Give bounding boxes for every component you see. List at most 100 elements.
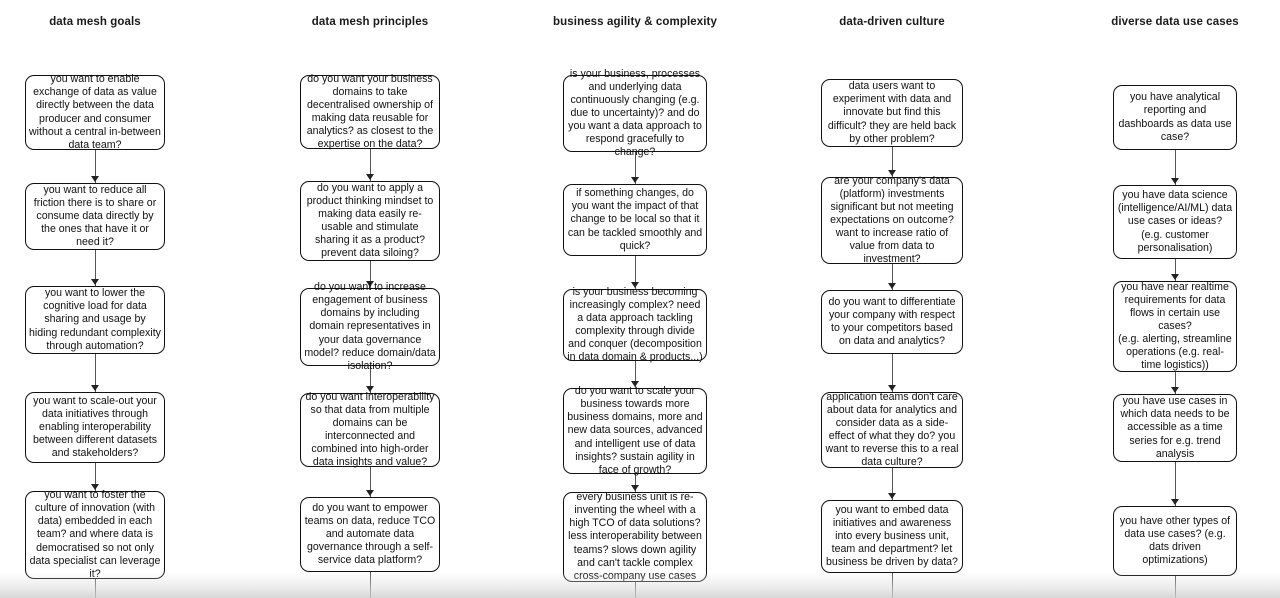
node-diverse-data-use-cases-1[interactable]: you have analytical reporting and dashbo… — [1113, 85, 1237, 150]
arrowhead-data-mesh-principles-2 — [366, 281, 374, 287]
connector-diverse-data-use-cases-4 — [1175, 462, 1176, 506]
node-label: you want to reduce all friction there is… — [33, 183, 157, 249]
node-label: do you want to apply a product thinking … — [306, 181, 434, 260]
node-data-mesh-goals-3[interactable]: you want to lower the cognitive load for… — [25, 286, 165, 354]
node-diverse-data-use-cases-4[interactable]: you have use cases in which data needs t… — [1113, 394, 1237, 462]
node-label: every business unit is re-inventing the … — [568, 491, 702, 582]
node-label: you have near realtime requirements for … — [1118, 280, 1232, 372]
connector-data-mesh-principles-4 — [370, 467, 371, 497]
node-data-mesh-principles-2[interactable]: do you want to apply a product thinking … — [300, 181, 440, 261]
node-data-mesh-goals-4[interactable]: you want to scale-out your data initiati… — [25, 392, 165, 463]
node-label: are your company's data (platform) inves… — [830, 174, 954, 266]
node-label: you want to lower the cognitive load for… — [29, 287, 161, 352]
node-data-mesh-goals-2[interactable]: you want to reduce all friction there is… — [25, 183, 165, 250]
arrowhead-data-driven-culture-1 — [888, 170, 896, 176]
node-data-mesh-goals-5[interactable]: you want to foster the culture of innova… — [25, 489, 165, 580]
node-label: do you want to increase engagement of bu… — [304, 281, 436, 372]
arrowhead-data-driven-culture-3 — [888, 385, 896, 391]
arrowhead-business-agility-complexity-4 — [631, 485, 639, 491]
arrowhead-data-mesh-goals-1 — [91, 176, 99, 182]
arrowhead-data-driven-culture-4 — [888, 493, 896, 499]
node-label: you have use cases in which data needs t… — [1120, 395, 1230, 460]
node-data-driven-culture-4[interactable]: application teams don't care about data … — [821, 390, 963, 469]
node-label: do you want interoperability so that dat… — [305, 390, 435, 469]
node-label: data users want to experiment with data … — [827, 80, 957, 145]
connector-data-mesh-goals-4 — [95, 463, 96, 491]
node-label: do you want to scale your business towar… — [567, 385, 703, 476]
arrowhead-diverse-data-use-cases-3 — [1171, 387, 1179, 393]
node-label: you have analytical reporting and dashbo… — [1118, 91, 1232, 143]
arrowhead-business-agility-complexity-1 — [631, 177, 639, 183]
node-label: you want to scale-out your data initiati… — [32, 394, 158, 460]
node-label: is your business, processes and underlyi… — [568, 67, 702, 159]
node-label: you want to foster the culture of innova… — [29, 489, 161, 580]
node-label: application teams don't care about data … — [825, 390, 959, 469]
connector-data-driven-culture-5 — [892, 573, 893, 598]
node-business-agility-complexity-5[interactable]: every business unit is re-inventing the … — [563, 491, 707, 582]
node-data-mesh-principles-3[interactable]: do you want to increase engagement of bu… — [300, 281, 440, 372]
arrowhead-diverse-data-use-cases-4 — [1171, 499, 1179, 505]
node-label: you have data science (intelligence/AI/M… — [1117, 189, 1233, 254]
node-label: do you want your business domains to tak… — [306, 72, 434, 151]
connector-business-agility-complexity-4 — [635, 474, 636, 492]
connector-diverse-data-use-cases-2 — [1175, 259, 1176, 281]
connector-diverse-data-use-cases-5 — [1175, 576, 1176, 598]
arrowhead-data-mesh-goals-3 — [91, 385, 99, 391]
connector-data-mesh-goals-3 — [95, 354, 96, 392]
connector-data-mesh-principles-5 — [370, 572, 371, 598]
node-business-agility-complexity-4[interactable]: do you want to scale your business towar… — [563, 385, 707, 476]
arrowhead-data-mesh-principles-4 — [366, 490, 374, 496]
arrowhead-diverse-data-use-cases-1 — [1171, 178, 1179, 184]
node-data-mesh-goals-1[interactable]: you want to enable exchange of data as v… — [25, 73, 165, 151]
node-diverse-data-use-cases-5[interactable]: you have other types of data use cases? … — [1113, 506, 1237, 576]
arrowhead-data-mesh-goals-4 — [91, 484, 99, 490]
node-data-driven-culture-1[interactable]: data users want to experiment with data … — [821, 79, 963, 147]
connector-data-driven-culture-4 — [892, 468, 893, 500]
connector-data-mesh-principles-2 — [370, 261, 371, 288]
arrowhead-data-mesh-principles-3 — [366, 386, 374, 392]
connector-business-agility-complexity-2 — [635, 256, 636, 289]
node-label: do you want to empower teams on data, re… — [304, 501, 436, 567]
connector-diverse-data-use-cases-1 — [1175, 150, 1176, 185]
column-header-data-mesh-principles: data mesh principles — [311, 16, 429, 28]
node-label: you want to embed data initiatives and a… — [826, 503, 958, 569]
connector-business-agility-complexity-5 — [635, 582, 636, 598]
connector-data-driven-culture-2 — [892, 264, 893, 290]
node-data-mesh-principles-1[interactable]: do you want your business domains to tak… — [300, 72, 440, 151]
node-data-mesh-principles-5[interactable]: do you want to empower teams on data, re… — [300, 497, 440, 572]
node-business-agility-complexity-2[interactable]: if something changes, do you want the im… — [563, 184, 707, 256]
node-data-driven-culture-2[interactable]: are your company's data (platform) inves… — [821, 174, 963, 266]
connector-data-mesh-goals-1 — [95, 150, 96, 183]
node-business-agility-complexity-3[interactable]: is your business becoming increasingly c… — [563, 286, 707, 363]
column-header-data-mesh-goals: data mesh goals — [49, 16, 141, 28]
node-data-driven-culture-5[interactable]: you want to embed data initiatives and a… — [821, 500, 963, 573]
connector-diverse-data-use-cases-3 — [1175, 372, 1176, 394]
arrowhead-data-driven-culture-2 — [888, 283, 896, 289]
node-label: you have other types of data use cases? … — [1119, 514, 1231, 567]
connector-business-agility-complexity-3 — [635, 361, 636, 388]
column-header-diverse-data-use-cases: diverse data use cases — [1111, 16, 1239, 28]
node-diverse-data-use-cases-2[interactable]: you have data science (intelligence/AI/M… — [1113, 185, 1237, 259]
arrowhead-data-mesh-goals-2 — [91, 279, 99, 285]
node-data-driven-culture-3[interactable]: do you want to differentiate your compan… — [821, 290, 963, 354]
column-header-data-driven-culture: data-driven culture — [839, 16, 945, 28]
node-label: is your business becoming increasingly c… — [567, 285, 703, 364]
connector-data-mesh-principles-1 — [370, 149, 371, 181]
arrowhead-business-agility-complexity-3 — [631, 381, 639, 387]
node-business-agility-complexity-1[interactable]: is your business, processes and underlyi… — [563, 68, 707, 158]
node-diverse-data-use-cases-3[interactable]: you have near realtime requirements for … — [1113, 281, 1237, 372]
arrowhead-data-mesh-principles-1 — [366, 174, 374, 180]
node-label: if something changes, do you want the im… — [567, 187, 703, 252]
node-label: do you want to differentiate your compan… — [828, 295, 956, 348]
arrowhead-business-agility-complexity-2 — [631, 282, 639, 288]
connector-data-mesh-goals-2 — [95, 250, 96, 286]
arrowhead-diverse-data-use-cases-2 — [1171, 274, 1179, 280]
connector-data-mesh-principles-3 — [370, 366, 371, 393]
column-header-business-agility-complexity: business agility & complexity — [553, 16, 717, 28]
connector-business-agility-complexity-1 — [635, 152, 636, 184]
connector-data-driven-culture-1 — [892, 147, 893, 177]
node-label: you want to enable exchange of data as v… — [29, 73, 161, 151]
connector-data-driven-culture-3 — [892, 354, 893, 392]
node-data-mesh-principles-4[interactable]: do you want interoperability so that dat… — [300, 390, 440, 469]
